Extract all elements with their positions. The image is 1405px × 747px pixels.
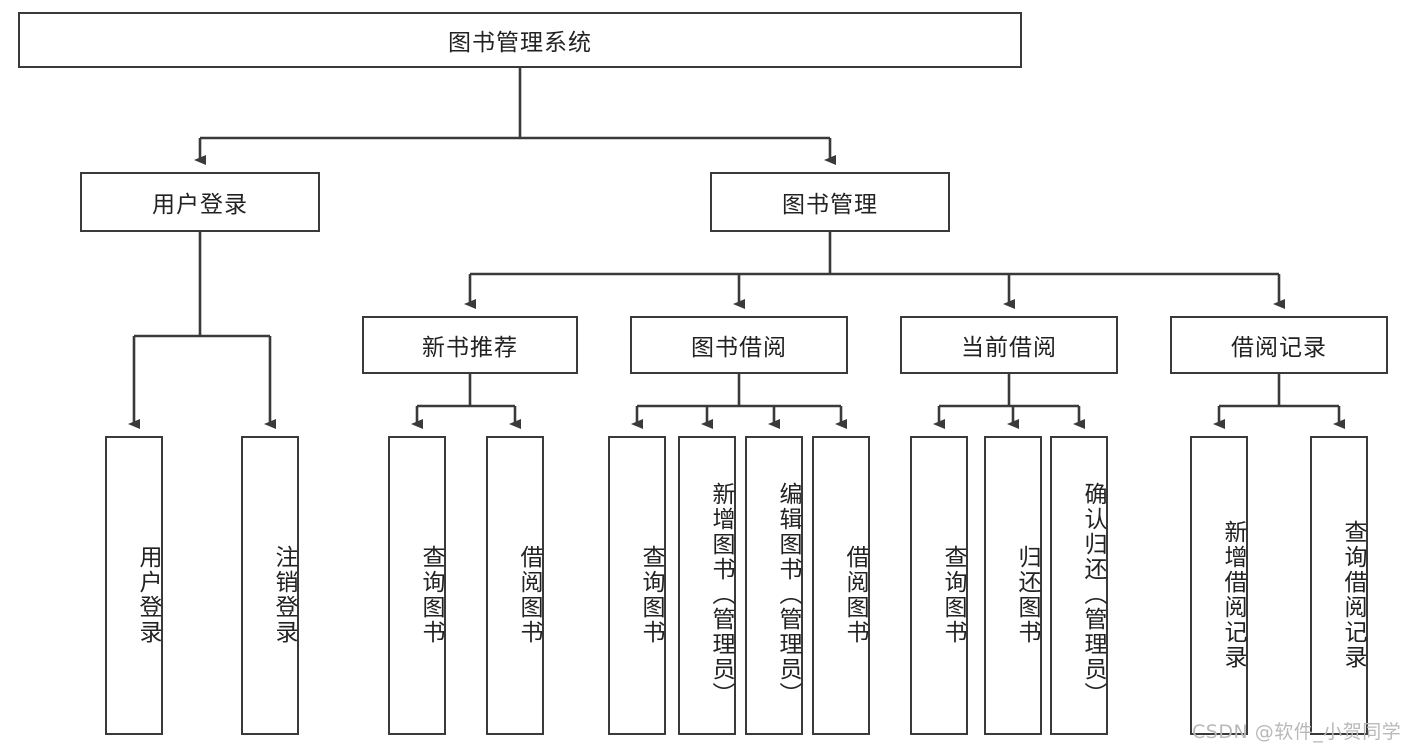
node-leaf-query-book-2[interactable]: 查询图书 bbox=[608, 436, 666, 735]
node-label: 新增图书（管理员） bbox=[708, 482, 734, 707]
node-user-login[interactable]: 用户登录 bbox=[80, 172, 320, 232]
node-label: 用户登录 bbox=[152, 192, 248, 218]
node-book-borrow[interactable]: 图书借阅 bbox=[630, 316, 848, 374]
node-label: 确认归还（管理员） bbox=[1080, 482, 1106, 707]
node-label: 查询借阅记录 bbox=[1340, 519, 1366, 670]
node-label: 新增借阅记录 bbox=[1220, 519, 1246, 670]
node-label: 用户登录 bbox=[135, 544, 161, 645]
node-label: 注销登录 bbox=[271, 544, 297, 645]
node-label: 新书推荐 bbox=[422, 335, 518, 361]
node-leaf-query-borrow-record[interactable]: 查询借阅记录 bbox=[1310, 436, 1368, 735]
node-label: 编辑图书（管理员） bbox=[775, 482, 801, 707]
node-leaf-borrow-book-2[interactable]: 借阅图书 bbox=[812, 436, 870, 735]
node-leaf-add-book-admin[interactable]: 新增图书（管理员） bbox=[678, 436, 736, 735]
node-label: 借阅图书 bbox=[516, 544, 542, 645]
node-label: 查询图书 bbox=[638, 544, 664, 645]
node-label: 图书管理 bbox=[782, 192, 878, 218]
node-label: 归还图书 bbox=[1014, 544, 1040, 645]
node-leaf-query-book-3[interactable]: 查询图书 bbox=[910, 436, 968, 735]
node-current-borrow[interactable]: 当前借阅 bbox=[900, 316, 1118, 374]
node-label: 查询图书 bbox=[940, 544, 966, 645]
node-book-management-system[interactable]: 图书管理系统 bbox=[18, 12, 1022, 68]
node-leaf-add-borrow-record[interactable]: 新增借阅记录 bbox=[1190, 436, 1248, 735]
node-new-book-recommend[interactable]: 新书推荐 bbox=[362, 316, 578, 374]
node-label: 当前借阅 bbox=[961, 335, 1057, 361]
node-label: 借阅图书 bbox=[842, 544, 868, 645]
node-leaf-user-login[interactable]: 用户登录 bbox=[105, 436, 163, 735]
node-leaf-confirm-return[interactable]: 确认归还（管理员） bbox=[1050, 436, 1108, 735]
node-leaf-query-book-1[interactable]: 查询图书 bbox=[388, 436, 446, 735]
node-leaf-logout[interactable]: 注销登录 bbox=[241, 436, 299, 735]
node-label: 查询图书 bbox=[418, 544, 444, 645]
node-borrow-record[interactable]: 借阅记录 bbox=[1170, 316, 1388, 374]
node-label: 图书借阅 bbox=[691, 335, 787, 361]
node-book-manage[interactable]: 图书管理 bbox=[710, 172, 950, 232]
node-leaf-edit-book-admin[interactable]: 编辑图书（管理员） bbox=[745, 436, 803, 735]
node-label: 借阅记录 bbox=[1231, 335, 1327, 361]
node-label: 图书管理系统 bbox=[448, 30, 592, 56]
node-leaf-return-book[interactable]: 归还图书 bbox=[984, 436, 1042, 735]
csdn-watermark: CSDN @软件_小贺同学 bbox=[1192, 721, 1402, 743]
node-leaf-borrow-book-1[interactable]: 借阅图书 bbox=[486, 436, 544, 735]
